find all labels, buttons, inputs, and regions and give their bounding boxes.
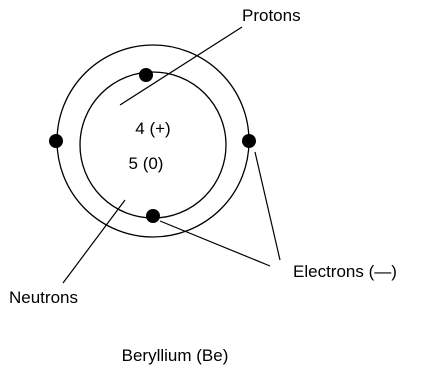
- electron: [139, 68, 153, 82]
- electron: [49, 134, 63, 148]
- electron: [146, 209, 160, 223]
- electrons-label: Electrons (—): [293, 262, 397, 281]
- neutrons-label: Neutrons: [9, 288, 78, 307]
- electrons-leader-line-outer: [254, 151, 281, 261]
- outer-electron-shell: [56, 44, 250, 238]
- protons-count: 4 (+): [135, 119, 170, 138]
- element-title: Beryllium (Be): [122, 346, 229, 365]
- protons-leader-line: [119, 26, 243, 106]
- inner-electron-shell: [79, 71, 227, 219]
- neutrons-count: 5 (0): [129, 154, 164, 173]
- electron: [242, 134, 256, 148]
- neutrons-leader-line: [62, 199, 126, 284]
- protons-label: Protons: [242, 6, 301, 25]
- electrons-leader-line-inner: [159, 220, 271, 267]
